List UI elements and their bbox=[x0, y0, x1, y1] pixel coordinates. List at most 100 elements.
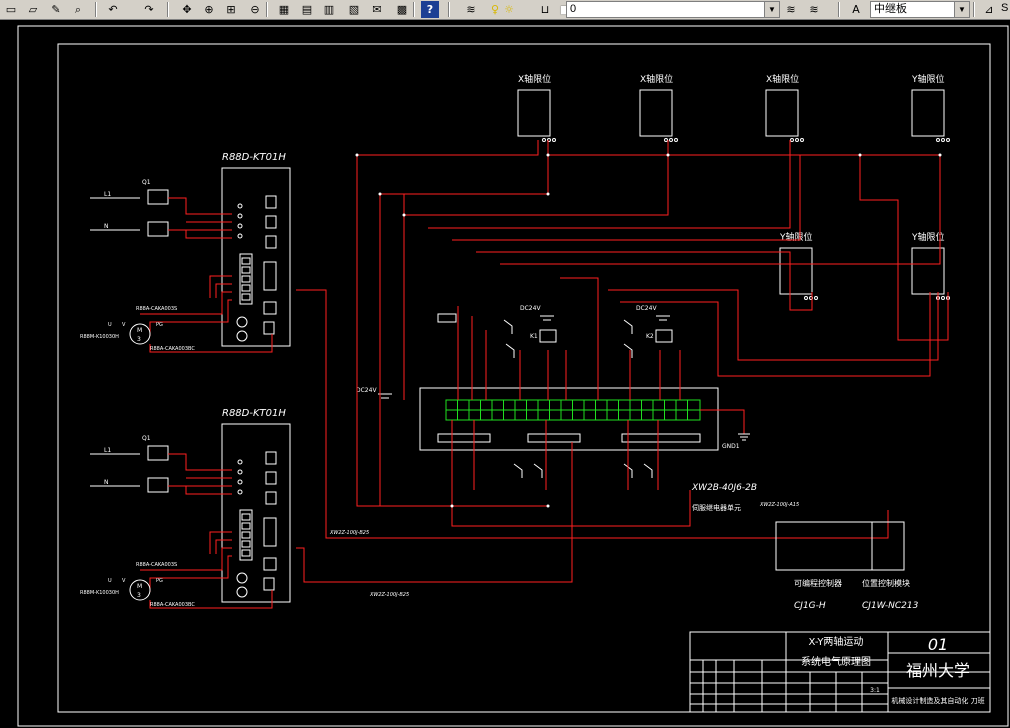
wire bbox=[149, 590, 273, 609]
encoder-port bbox=[236, 330, 248, 342]
match-properties-icon[interactable]: ⌕ bbox=[74, 2, 82, 16]
wire bbox=[209, 275, 232, 298]
zoom-previous-icon[interactable]: ⊖ bbox=[250, 3, 260, 16]
layer-state-icon[interactable]: ≋ bbox=[809, 3, 819, 16]
contact-symbol bbox=[503, 319, 513, 334]
terminal bbox=[237, 469, 243, 475]
wire bbox=[700, 409, 745, 434]
control-wire bbox=[404, 155, 669, 216]
drawing-inner-frame bbox=[57, 43, 991, 713]
dc24v-label: DC24V bbox=[520, 305, 541, 312]
wire bbox=[140, 547, 232, 571]
wire bbox=[168, 485, 232, 495]
help-icon[interactable]: ? bbox=[421, 1, 439, 18]
terminal bbox=[941, 296, 945, 300]
relay-k1-label: K1 bbox=[530, 333, 538, 340]
io-terminal bbox=[241, 293, 251, 301]
limit-switch-label: X轴限位 bbox=[518, 73, 551, 85]
dc24v-label: DC24V bbox=[356, 387, 377, 394]
sheet-set-icon[interactable]: ▧ bbox=[348, 3, 360, 16]
cable-label: XW2Z-100J-B25 bbox=[369, 592, 409, 598]
contact-symbol bbox=[623, 463, 633, 478]
scale-text: 3:1 bbox=[870, 687, 880, 694]
contact-symbol bbox=[623, 319, 633, 334]
text-style-dropdown[interactable]: 中继板▼ bbox=[870, 1, 970, 18]
layer-dropdown[interactable]: 0▼ bbox=[566, 1, 780, 18]
calculator-icon[interactable]: ▩ bbox=[396, 3, 408, 16]
io-terminal bbox=[241, 522, 251, 530]
new-file-icon[interactable]: ▭ bbox=[5, 3, 17, 16]
connector-cn1 bbox=[263, 261, 277, 291]
toolbar-separator bbox=[448, 2, 450, 17]
layer-previous-icon[interactable]: ≋ bbox=[786, 3, 796, 16]
sheet-number: 01 bbox=[928, 635, 948, 654]
io-terminal bbox=[241, 275, 251, 283]
terminal bbox=[237, 459, 243, 465]
contact-symbol bbox=[623, 343, 633, 358]
markup-icon[interactable]: ✉ bbox=[372, 3, 382, 16]
control-wire bbox=[500, 155, 941, 265]
supply-n-label: N bbox=[104, 479, 109, 486]
terminal bbox=[804, 296, 808, 300]
breaker-q1 bbox=[147, 445, 169, 461]
wire bbox=[149, 299, 232, 336]
wire bbox=[149, 555, 232, 592]
layer-manager-icon[interactable]: ≋ bbox=[466, 3, 476, 16]
connector-cn3 bbox=[263, 577, 275, 591]
chevron-down-icon[interactable]: ▼ bbox=[954, 2, 969, 17]
terminal bbox=[941, 138, 945, 142]
wire bbox=[168, 229, 232, 239]
terminal bbox=[936, 138, 940, 142]
terminal bbox=[790, 138, 794, 142]
color-square-icon[interactable]: ■ bbox=[559, 3, 571, 16]
electrical-schematic: R88D-KT01HL1NQ1R88A-CAKA003SR88A-CAKA003… bbox=[80, 73, 950, 611]
dimension-style-icon[interactable]: ⊿ bbox=[984, 3, 994, 16]
terminal bbox=[237, 489, 243, 495]
limit-switch-label: Y轴限位 bbox=[779, 231, 813, 243]
pencil-icon[interactable]: ✎ bbox=[51, 3, 61, 16]
connector-slot bbox=[621, 433, 701, 443]
lock-icon[interactable]: ⊔ bbox=[540, 3, 550, 16]
toolbar-separator bbox=[413, 2, 415, 17]
zoom-realtime-icon[interactable]: ⊕ bbox=[204, 3, 214, 16]
limit-switch-box bbox=[779, 247, 813, 295]
sun-icon[interactable]: ☼ bbox=[504, 3, 514, 16]
cable-power-label: R88A-CAKA003BC bbox=[150, 602, 195, 608]
move-icon[interactable]: ✥ bbox=[182, 3, 192, 16]
relay-unit-name: 伺服继电器单元 bbox=[692, 503, 741, 512]
tool-palettes-icon[interactable]: ▥ bbox=[323, 3, 335, 16]
lightbulb-icon[interactable]: ♀ bbox=[490, 3, 500, 16]
properties-icon[interactable]: ▦ bbox=[278, 3, 290, 16]
io-terminal-strip bbox=[239, 509, 253, 561]
junction-dot bbox=[938, 153, 942, 157]
terminal bbox=[795, 138, 799, 142]
truncated-style-label: S bbox=[1001, 2, 1009, 14]
undo-icon[interactable]: ↶ bbox=[108, 3, 118, 16]
motor-m-label: M bbox=[137, 327, 142, 334]
redo-icon[interactable]: ↷ bbox=[144, 3, 154, 16]
cad-drawing-canvas[interactable]: R88D-KT01HL1NQ1R88A-CAKA003SR88A-CAKA003… bbox=[0, 20, 1010, 728]
junction-dot bbox=[402, 213, 406, 217]
limit-switch-box bbox=[911, 247, 945, 295]
terminal bbox=[946, 138, 950, 142]
layer-dropdown-value: 0 bbox=[570, 3, 577, 15]
dc24v-label: DC24V bbox=[636, 305, 657, 312]
design-center-icon[interactable]: ▤ bbox=[301, 3, 313, 16]
servo-drive-label: R88D-KT01H bbox=[222, 152, 286, 163]
connector-slot bbox=[437, 433, 491, 443]
control-wire bbox=[451, 420, 691, 527]
servo-drive-box bbox=[221, 167, 291, 347]
control-wire bbox=[296, 442, 573, 583]
control-wire bbox=[356, 155, 548, 507]
open-file-icon[interactable]: ▱ bbox=[28, 3, 38, 16]
cable-power-label: R88A-CAKA003BC bbox=[150, 346, 195, 352]
limit-switch-label: X轴限位 bbox=[640, 73, 673, 85]
plc-label: 可编程控制器 bbox=[794, 578, 842, 588]
text-style-icon[interactable]: A bbox=[852, 3, 860, 16]
zoom-window-icon[interactable]: ⊞ bbox=[226, 3, 236, 16]
chevron-down-icon[interactable]: ▼ bbox=[764, 2, 779, 17]
control-wire bbox=[380, 140, 549, 195]
toolbar-separator bbox=[266, 2, 268, 17]
junction-dot bbox=[546, 192, 550, 196]
limit-switch-box bbox=[765, 89, 799, 137]
